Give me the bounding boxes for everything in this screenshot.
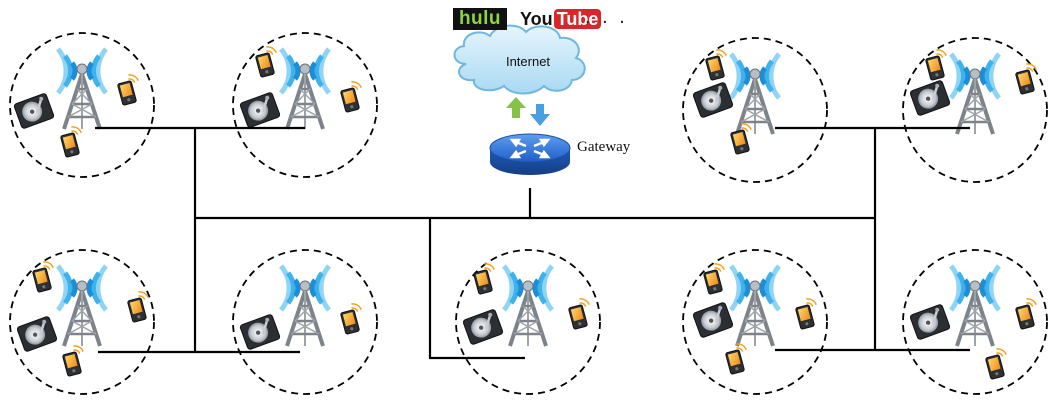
internet-cloud — [453, 24, 586, 95]
youtube-logo-you: You — [520, 9, 553, 29]
cell-site — [902, 249, 1048, 395]
mobile-phone-icon — [30, 259, 60, 294]
mobile-phone-icon — [253, 44, 283, 79]
cell-site — [9, 32, 155, 178]
hard-disk-icon — [691, 80, 735, 120]
mobile-phone-icon — [58, 124, 88, 159]
cell-tower-icon — [731, 266, 779, 346]
network-links — [95, 126, 970, 360]
coverage-area — [232, 32, 378, 178]
hulu-logo: hulu — [453, 8, 507, 30]
cell-tower-icon — [951, 54, 999, 134]
cell-tower-icon — [281, 266, 329, 346]
mobile-phone-icon — [701, 261, 731, 296]
hard-disk-icon — [691, 300, 735, 340]
coverage-area — [9, 32, 155, 178]
cell-site — [232, 32, 378, 178]
hard-disk-icon — [461, 307, 505, 347]
coverage-area — [682, 37, 828, 183]
mobile-phone-icon — [793, 296, 823, 331]
cell-site — [455, 249, 601, 395]
cell-tower-icon — [58, 49, 106, 129]
mobile-phone-icon — [703, 47, 733, 82]
mobile-phone-icon — [923, 47, 953, 82]
mobile-phone-icon — [60, 343, 90, 378]
mobile-phone-icon — [338, 79, 368, 114]
download-arrow-icon — [530, 104, 550, 126]
cell-tower-icon — [504, 266, 552, 346]
cell-site — [682, 37, 828, 183]
cell-tower-icon — [281, 49, 329, 129]
mobile-phone-icon — [1013, 296, 1043, 331]
mobile-phone-icon — [115, 72, 145, 107]
more-services-ellipsis: . . . — [585, 6, 628, 28]
cell-tower-icon — [951, 266, 999, 346]
router-icon — [489, 133, 571, 175]
cell-site — [9, 249, 155, 395]
coverage-area — [682, 249, 828, 395]
mobile-phone-icon — [728, 121, 758, 156]
coverage-area — [9, 249, 155, 395]
youtube-logo-tube: Tube — [553, 9, 602, 29]
cell-site — [232, 249, 378, 395]
cell-site — [902, 37, 1048, 183]
mobile-phone-icon — [338, 301, 368, 336]
coverage-area — [232, 249, 378, 395]
coverage-area — [455, 249, 601, 395]
mobile-phone-icon — [723, 341, 753, 376]
coverage-area — [902, 249, 1048, 395]
hard-disk-icon — [908, 78, 952, 118]
mobile-phone-icon — [566, 296, 596, 331]
cell-tower-icon — [731, 54, 779, 134]
hard-disk-icon — [12, 91, 56, 131]
cell-tower-icon — [58, 266, 106, 346]
coverage-area — [902, 37, 1048, 183]
mobile-phone-icon — [471, 261, 501, 296]
hard-disk-icon — [15, 314, 59, 354]
network-link — [428, 218, 525, 360]
mobile-phone-icon — [1013, 61, 1043, 96]
cell-sites — [9, 32, 1048, 395]
upload-arrow-icon — [506, 97, 526, 118]
hard-disk-icon — [238, 312, 282, 352]
cell-site — [682, 249, 828, 395]
mobile-phone-icon — [983, 346, 1013, 381]
hard-disk-icon — [238, 90, 282, 130]
hard-disk-icon — [908, 302, 952, 342]
internet-label: Internet — [505, 54, 551, 69]
gateway-label: Gateway — [577, 139, 631, 155]
